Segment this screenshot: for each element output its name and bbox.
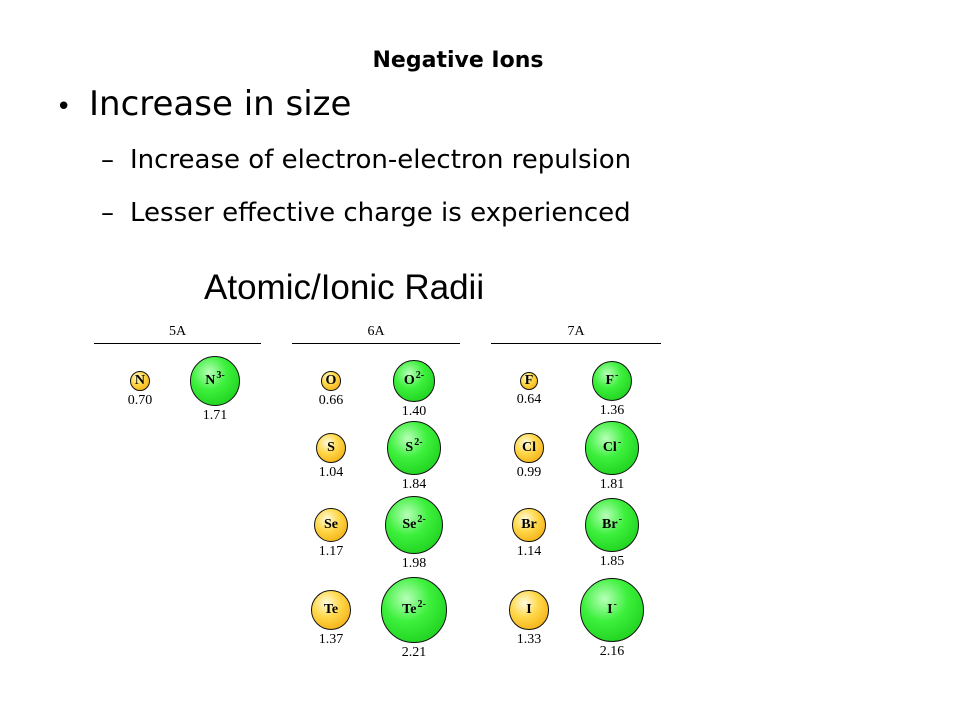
atom-radius-label: 1.14 xyxy=(516,543,542,559)
figure-title: Atomic/Ionic Radii xyxy=(204,268,485,307)
ion-radius-label: 1.40 xyxy=(401,403,427,419)
atom-radius-label: 0.70 xyxy=(127,393,153,409)
bullet-increase-in-size: • Increase in size xyxy=(56,84,351,124)
ion-symbol: S xyxy=(405,439,414,455)
sub-bullet-mark: – xyxy=(101,145,114,175)
neutral-atom-o: O xyxy=(321,371,341,391)
neutral-atom-n: N xyxy=(129,370,151,392)
ion-symbol: F xyxy=(605,372,615,388)
atom-radius-label: 1.37 xyxy=(318,632,344,648)
bullet-text: Increase in size xyxy=(89,84,352,124)
neutral-atom-s: S xyxy=(315,432,347,464)
anion-i: I- xyxy=(580,578,644,642)
bullet-mark: • xyxy=(56,92,72,122)
sub-bullet-text: Lesser effective charge is experienced xyxy=(130,198,631,228)
neutral-atom-i: I xyxy=(509,590,549,630)
sub-bullet-effective-charge: – Lesser effective charge is experienced xyxy=(101,198,631,228)
ion-charge: 2- xyxy=(417,514,426,526)
sub-bullet-repulsion: – Increase of electron-electron repulsio… xyxy=(101,145,631,175)
ion-symbol: I xyxy=(607,601,613,617)
group-label-7a: 7A xyxy=(567,324,585,339)
neutral-atom-br: Br xyxy=(512,508,546,542)
anion-cl: Cl- xyxy=(585,421,639,475)
group-divider xyxy=(94,343,261,344)
ion-symbol: N xyxy=(205,372,216,388)
group-label-6a: 6A xyxy=(367,324,385,339)
ion-radius-label: 1.85 xyxy=(599,554,625,570)
ion-charge: - xyxy=(615,370,619,382)
ion-symbol: O xyxy=(403,372,415,388)
ion-symbol: Se xyxy=(402,516,417,532)
ion-radius-label: 2.16 xyxy=(599,643,625,659)
neutral-atom-te: Te xyxy=(310,589,352,631)
sub-bullet-mark: – xyxy=(101,198,114,228)
neutral-atom-cl: Cl xyxy=(514,433,544,463)
ion-symbol: Te xyxy=(402,601,417,617)
group-divider xyxy=(292,343,460,344)
ion-symbol: Br xyxy=(602,516,618,532)
ion-radius-label: 2.21 xyxy=(401,644,427,660)
ion-charge: - xyxy=(617,437,622,449)
ion-charge: 3- xyxy=(216,370,225,382)
slide-title: Negative Ions xyxy=(372,48,544,73)
ion-radius-label: 1.71 xyxy=(202,408,228,424)
atom-radius-label: 1.04 xyxy=(318,465,344,481)
sub-bullet-text: Increase of electron-electron repulsion xyxy=(130,145,632,175)
atom-radius-label: 1.33 xyxy=(516,631,542,647)
ion-charge: - xyxy=(618,514,622,526)
ion-charge: - xyxy=(613,599,617,611)
ion-radius-label: 1.81 xyxy=(599,476,625,492)
atom-radius-label: 0.64 xyxy=(516,392,542,408)
atom-radius-label: 0.66 xyxy=(318,392,344,408)
ion-radius-label: 1.98 xyxy=(401,556,427,572)
ion-symbol: Cl xyxy=(602,439,617,455)
neutral-atom-f: F xyxy=(519,371,539,391)
atom-radius-label: 1.17 xyxy=(318,544,344,560)
ion-charge: 2- xyxy=(414,437,423,449)
ion-radius-label: 1.36 xyxy=(599,403,625,419)
neutral-atom-se: Se xyxy=(313,507,349,543)
anion-f: F- xyxy=(591,360,633,402)
ion-charge: 2- xyxy=(417,599,426,611)
ion-charge: 2- xyxy=(415,370,425,382)
anion-br: Br- xyxy=(584,497,640,553)
group-label-5a: 5A xyxy=(168,324,187,339)
group-divider xyxy=(491,343,661,344)
ion-radius-label: 1.84 xyxy=(401,477,427,493)
atom-radius-label: 0.99 xyxy=(516,464,542,480)
